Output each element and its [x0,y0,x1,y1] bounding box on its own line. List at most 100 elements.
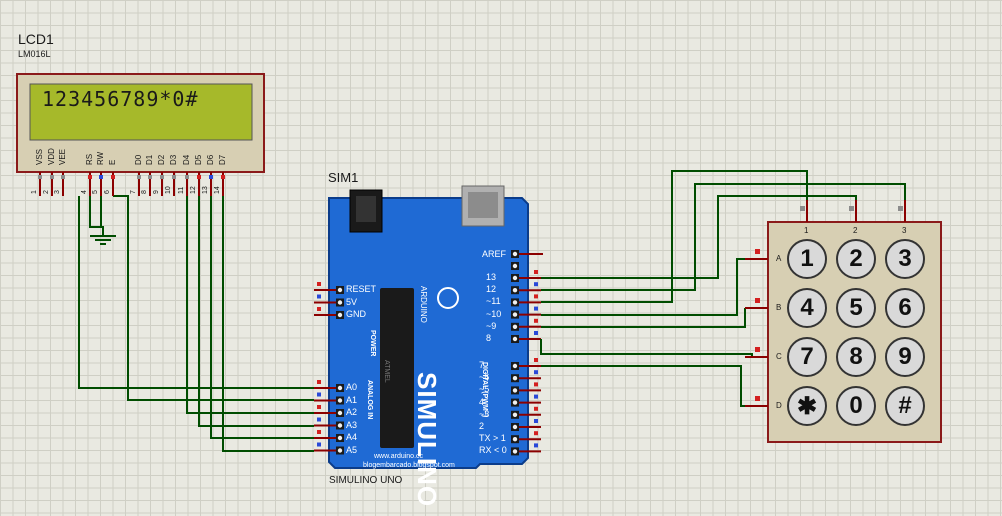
power-pin-label: 5V [346,296,358,307]
digital-pin-high-label: ~10 [486,308,502,319]
digital-pin-low-6[interactable] [511,431,541,444]
power-pin-2[interactable] [314,307,344,319]
keypad-key-label: 6 [898,294,912,321]
keypad-key-0-2[interactable] [885,239,925,279]
keypad-key-2-2[interactable] [885,337,925,377]
digital-pin-low-label: 4 [479,396,485,407]
keypad-col-pin-1[interactable] [800,200,808,222]
digital-pin-high-label: 13 [486,272,497,282]
digital-pin-low-7[interactable] [511,443,541,456]
keypad-key-1-2[interactable] [885,288,925,328]
analog-pin-3[interactable] [314,417,344,430]
wire-11 [541,258,745,316]
keypad-key-label: 8 [849,343,863,370]
analog-pin-5[interactable] [314,442,344,455]
lcd-pin-d0[interactable] [137,172,141,196]
arduino-ref: SIM1 [328,170,359,185]
lcd-pin-rs[interactable] [88,172,92,196]
digital-pin-low-0[interactable] [511,358,541,370]
digital-pin-high-4[interactable] [511,318,541,331]
digital-pin-high-1[interactable] [511,282,541,295]
mcu-chip [380,288,414,448]
wire-2 [78,196,314,389]
analog-pin-4[interactable] [314,430,344,442]
arduino-logo-text: ARDUINO [419,286,428,323]
lcd-pin-vdd[interactable] [50,172,54,196]
digital-pin-low-5[interactable] [511,419,541,431]
lcd-pin-d7[interactable] [221,172,225,196]
lcd-pin-d1[interactable] [148,172,152,196]
lcd-pin-name: D1 [145,154,154,165]
keypad-row-label: B [776,303,782,312]
keypad-col-pin-2[interactable] [849,200,857,222]
digital-pin-low-label: ~6 [479,372,490,383]
lcd-pin-d5[interactable] [197,172,201,196]
lcd-pin-vss[interactable] [38,172,42,196]
lcd-pin-name: D3 [169,154,178,165]
wire-10 [541,170,808,303]
keypad-key-label: 7 [800,343,814,370]
analog-pin-label: A3 [346,419,358,430]
analog-pin-1[interactable] [314,392,344,405]
keypad-row-pin-C[interactable] [745,347,768,358]
keypad-key-0-1[interactable] [836,239,876,279]
lcd-pin-vee[interactable] [61,172,65,196]
digital-pin-low-label: 7 [479,360,485,370]
lcd-pin-number: 4 [81,190,88,194]
digital-pin-high-5[interactable] [511,331,541,343]
keypad-col-pin-3[interactable] [898,200,906,222]
digital-pin-high-label: ~11 [486,296,501,307]
digital-pin-high-label: ~9 [486,320,497,331]
aref-pin[interactable] [511,250,543,270]
lcd-pin-rw[interactable] [99,172,103,196]
analog-pin-0[interactable] [314,380,344,392]
lcd-pin-e[interactable] [111,172,115,196]
lcd-pin-number: 12 [190,186,197,194]
digital-pin-low-1[interactable] [511,370,541,383]
lcd-pin-number: 9 [153,190,160,194]
keypad-key-0-0[interactable] [787,239,827,279]
lcd-pin-d2[interactable] [160,172,164,196]
keypad-key-label: 3 [898,245,912,272]
lcd-pin-d3[interactable] [172,172,176,196]
arduino-board[interactable] [314,185,543,469]
lcd-ref: LCD1 [18,31,54,47]
keypad-key-1-1[interactable] [836,288,876,328]
power-pin-0[interactable] [314,282,344,294]
keypad-key-label: ✱ [796,393,818,420]
lcd-pin-name: D4 [182,154,191,165]
keypad-row-pin-B[interactable] [745,298,768,309]
lcd-pin-d4[interactable] [185,172,189,196]
keypad-key-label: 0 [849,392,863,419]
keypad-key-3-1[interactable] [836,386,876,426]
lcd-pin-d6[interactable] [209,172,213,196]
analog-pin-2[interactable] [314,405,344,417]
digital-pin-high-2[interactable] [511,294,541,307]
wire-3 [113,195,314,401]
keypad-key-2-0[interactable] [787,337,827,377]
lcd-pin-name: VDD [47,148,56,165]
ground-symbol [90,235,116,245]
keypad-col-label: 2 [853,226,858,235]
digital-pin-high-3[interactable] [511,306,541,319]
keypad-row-pin-A[interactable] [745,249,768,260]
keypad-key-3-0[interactable] [787,386,827,426]
wire-0 [89,196,104,236]
keypad-row-pin-D[interactable] [745,396,768,407]
digital-pin-high-label: 12 [486,284,497,295]
analog-pin-label: A0 [346,382,358,392]
digital-pin-low-3[interactable] [511,394,541,407]
keypad-key-label: 2 [849,245,863,272]
keypad-key-2-1[interactable] [836,337,876,377]
wire-5 [198,196,314,427]
digital-pin-low-2[interactable] [511,382,541,395]
keypad-key-3-2[interactable] [885,386,925,426]
wire-4 [186,196,314,414]
keypad-key-label: 5 [849,294,863,321]
digital-pin-low-4[interactable] [511,406,541,419]
keypad-key-1-0[interactable] [787,288,827,328]
lcd-screen [29,83,253,141]
digital-pin-high-0[interactable] [511,270,541,282]
power-pin-1[interactable] [314,294,344,307]
